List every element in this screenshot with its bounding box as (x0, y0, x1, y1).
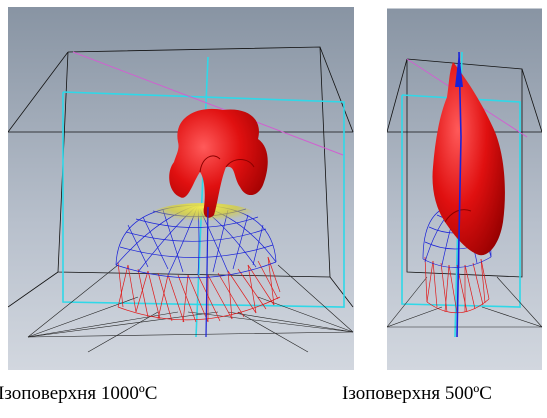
axis-tip (455, 52, 463, 87)
magenta-guide (72, 51, 344, 156)
cyan-frame (62, 56, 345, 338)
top-edge (387, 7, 542, 9)
caption-isosurface-1000c: Ізоповерхня 1000ºC (0, 383, 158, 404)
caption-isosurface-500c: Ізоповерхня 500ºC (342, 383, 492, 404)
render-viewport-500c (387, 7, 542, 370)
yellow-cap (148, 203, 258, 231)
base-cone (387, 276, 542, 328)
isosurface-500c (432, 62, 505, 256)
red-mesh-cylinder (424, 256, 490, 314)
base-cone (27, 264, 354, 353)
axis-line (205, 206, 209, 338)
render-1000c-canvas (8, 7, 354, 370)
isosurface-1000c (169, 108, 268, 218)
red-mesh-cylinder (117, 256, 281, 323)
render-500c-canvas (387, 7, 542, 370)
render-viewport-1000c (8, 7, 354, 370)
